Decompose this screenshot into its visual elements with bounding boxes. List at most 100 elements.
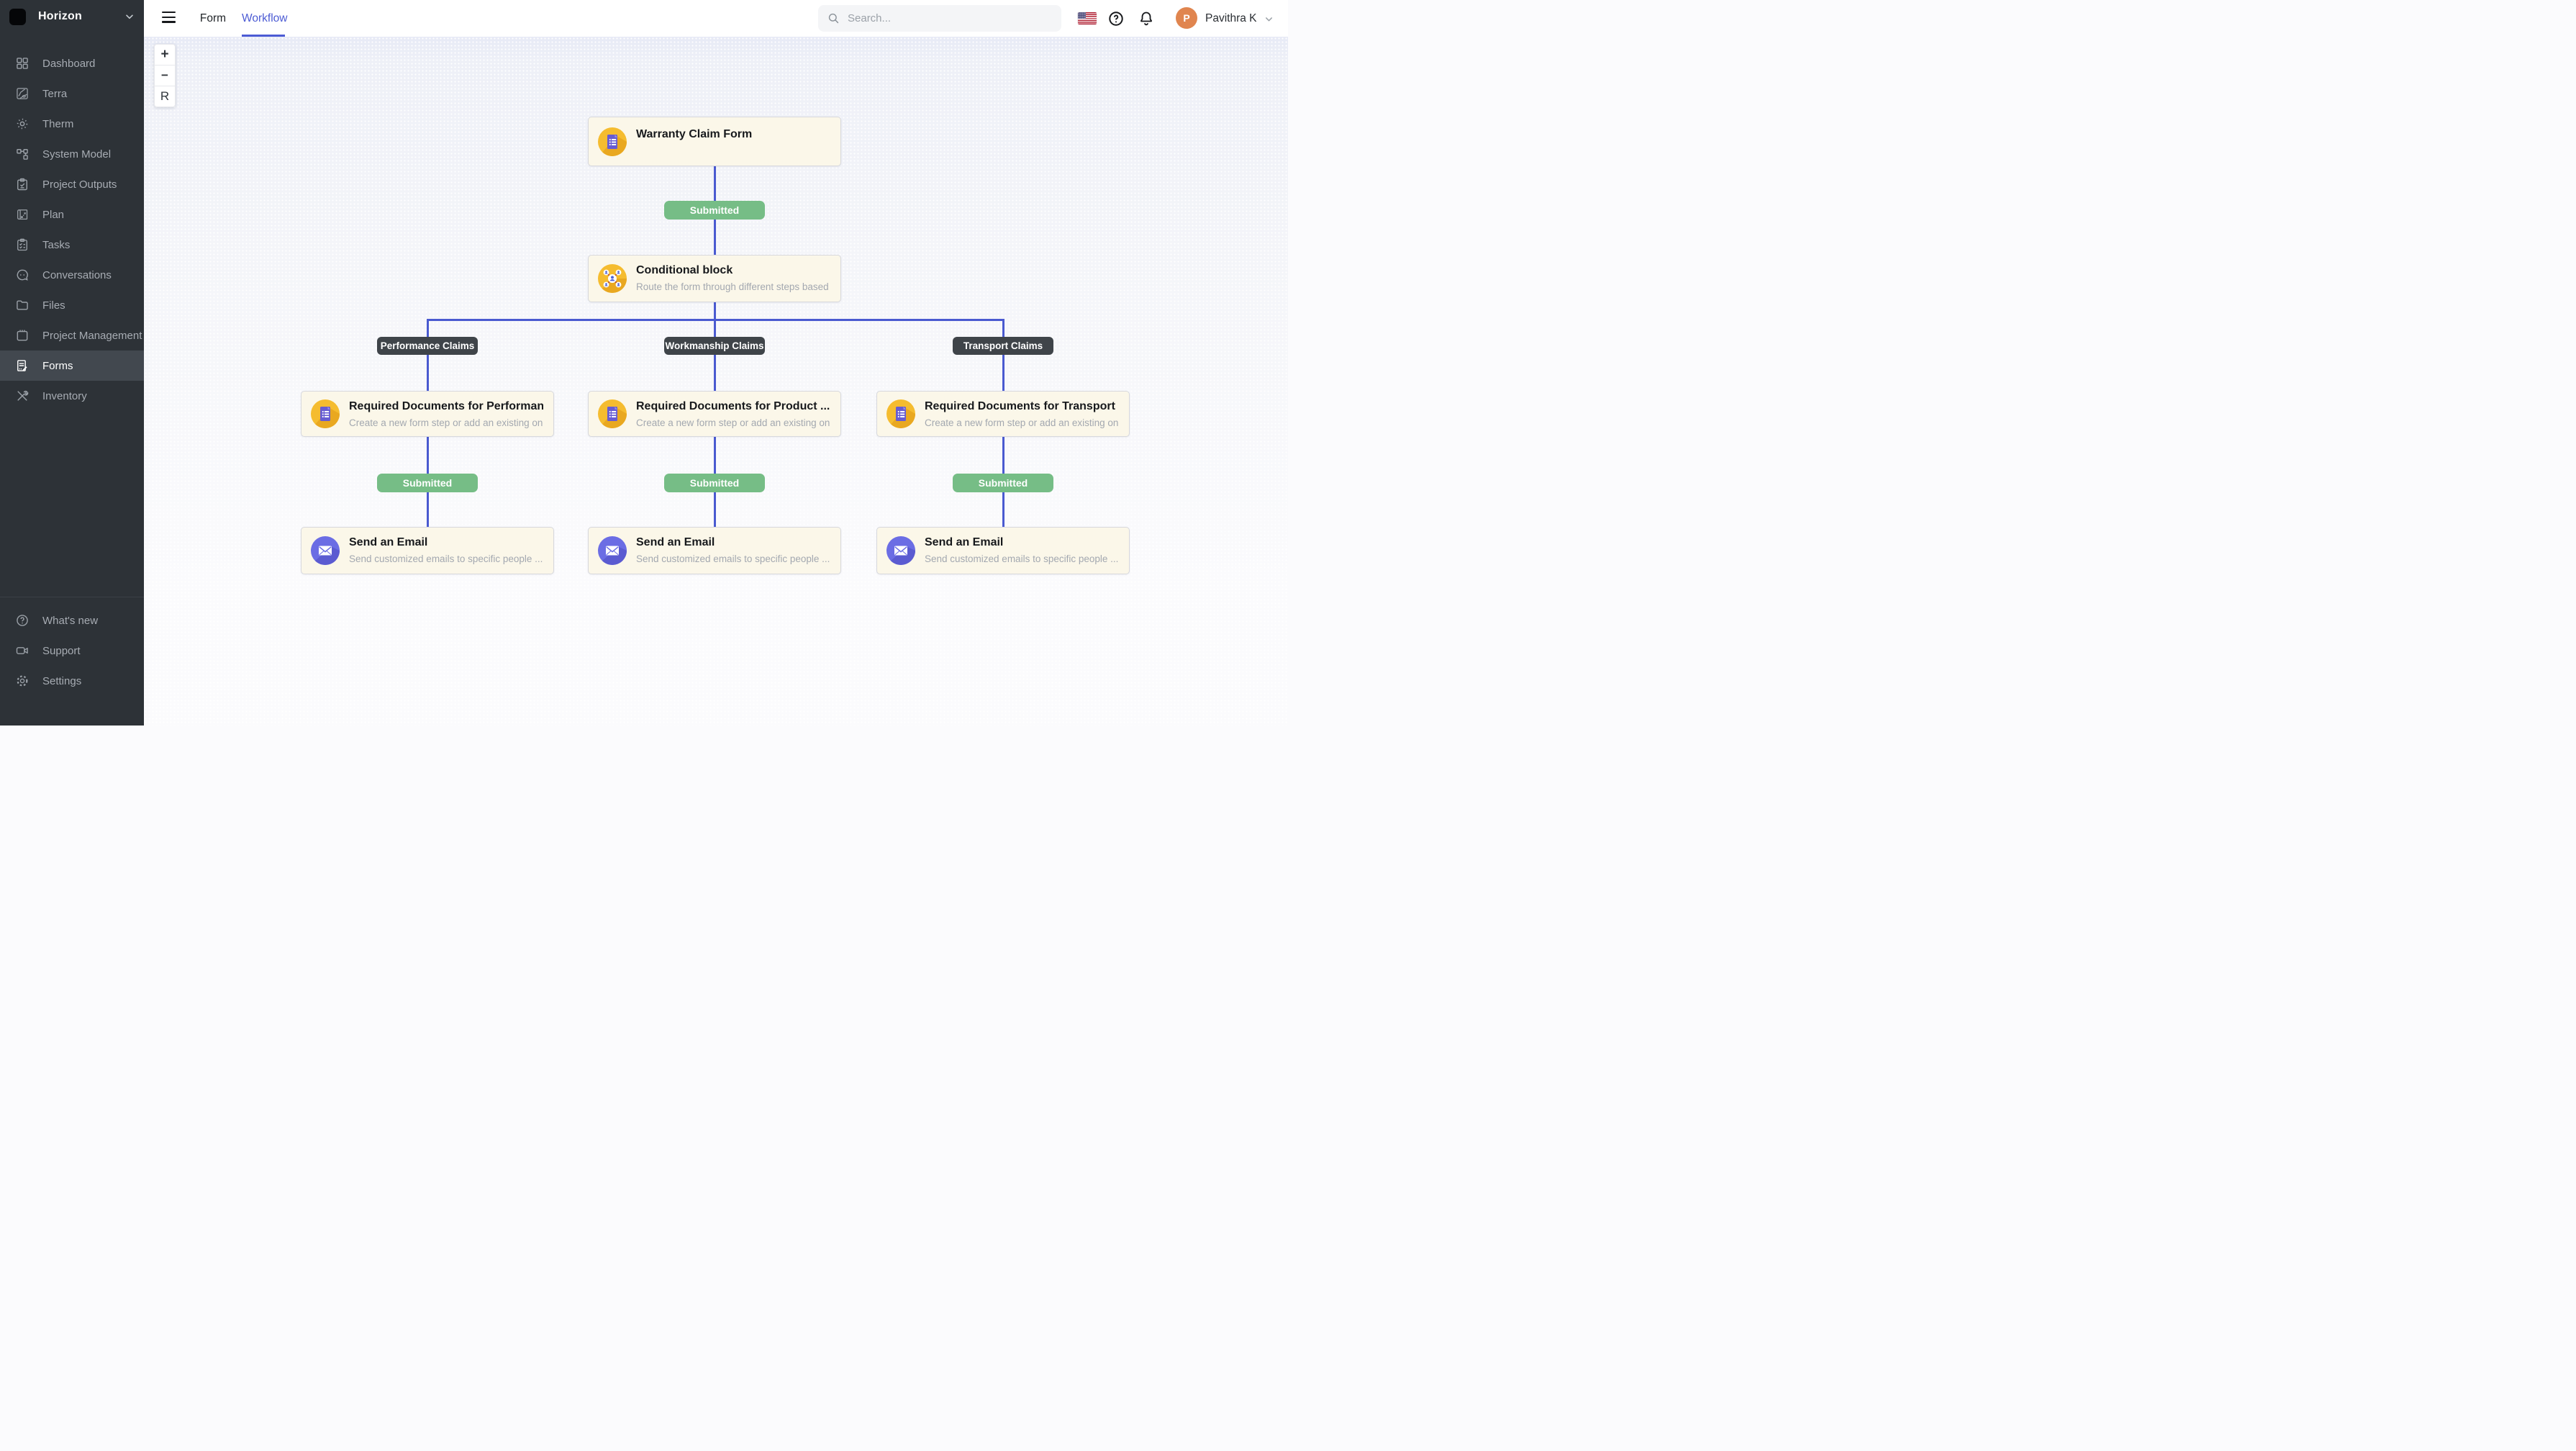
active-tab-underline bbox=[242, 34, 285, 37]
node-conditional-block[interactable]: Conditional block Route the form through… bbox=[588, 255, 841, 302]
sidebar-item-label: System Model bbox=[42, 148, 112, 161]
sidebar-item-label: Plan bbox=[42, 208, 65, 221]
branch-label-transport-claims: Transport Claims bbox=[953, 337, 1053, 355]
sidebar: Horizon Dashboard Terra Therm System Mod… bbox=[0, 0, 144, 726]
zoom-out-button[interactable]: − bbox=[154, 65, 176, 86]
search-icon bbox=[828, 13, 839, 24]
sidebar-item-dashboard[interactable]: Dashboard bbox=[0, 48, 144, 78]
brand-logo bbox=[9, 8, 26, 25]
sidebar-item-forms[interactable]: Forms bbox=[0, 351, 144, 381]
workspace-switcher[interactable]: Horizon bbox=[0, 0, 144, 33]
sidebar-item-label: Files bbox=[42, 299, 65, 312]
sidebar-item-label: Conversations bbox=[42, 268, 112, 281]
sidebar-footer: What's new Support Settings bbox=[0, 597, 144, 696]
sidebar-item-therm[interactable]: Therm bbox=[0, 109, 144, 139]
sidebar-item-label: Inventory bbox=[42, 389, 87, 402]
tab-workflow[interactable]: Workflow bbox=[242, 12, 288, 24]
user-name[interactable]: Pavithra K bbox=[1205, 12, 1257, 24]
sidebar-item-label: Settings bbox=[42, 674, 82, 687]
sidebar-item-label: Therm bbox=[42, 117, 74, 130]
app-root: Horizon Dashboard Terra Therm System Mod… bbox=[0, 0, 1288, 726]
form-step-icon bbox=[598, 127, 627, 156]
sidebar-item-label: What's new bbox=[42, 614, 99, 627]
chevron-down-icon[interactable] bbox=[1264, 14, 1274, 24]
node-title: Send an Email bbox=[925, 536, 1004, 548]
edge-label-submitted: Submitted bbox=[664, 474, 765, 492]
conditional-block-icon bbox=[598, 264, 627, 293]
node-subtitle: Create a new form step or add an existin… bbox=[349, 417, 543, 428]
video-camera-icon bbox=[15, 643, 30, 658]
sidebar-item-label: Dashboard bbox=[42, 57, 96, 70]
dashboard-icon bbox=[15, 56, 30, 71]
form-step-icon bbox=[311, 399, 340, 428]
node-send-email-workmanship[interactable]: Send an Email Send customized emails to … bbox=[588, 527, 841, 574]
zoom-controls: + − R bbox=[154, 44, 176, 107]
node-send-email-performance[interactable]: Send an Email Send customized emails to … bbox=[301, 527, 554, 574]
sidebar-item-settings[interactable]: Settings bbox=[0, 666, 144, 696]
edge-branch-left bbox=[427, 319, 429, 392]
sidebar-item-label: Tasks bbox=[42, 238, 71, 251]
avatar-initial: P bbox=[1183, 12, 1190, 24]
zoom-in-button[interactable]: + bbox=[154, 44, 176, 65]
node-subtitle: Create a new form step or add an existin… bbox=[636, 417, 830, 428]
form-step-icon bbox=[598, 399, 627, 428]
question-circle-icon bbox=[15, 613, 30, 628]
node-title: Warranty Claim Form bbox=[636, 128, 753, 140]
sidebar-item-files[interactable]: Files bbox=[0, 290, 144, 320]
sidebar-nav: Dashboard Terra Therm System Model Proje… bbox=[0, 48, 144, 411]
node-subtitle: Send customized emails to specific peopl… bbox=[636, 553, 830, 564]
search-input[interactable] bbox=[848, 12, 1049, 24]
sidebar-item-project-outputs[interactable]: Project Outputs bbox=[0, 169, 144, 199]
strategy-map-icon bbox=[15, 207, 30, 222]
node-warranty-claim-form[interactable]: Warranty Claim Form bbox=[588, 117, 841, 166]
node-required-documents-product[interactable]: Required Documents for Product ... Creat… bbox=[588, 391, 841, 437]
clipboard-check-icon bbox=[15, 177, 30, 191]
zoom-reset-button[interactable]: R bbox=[154, 86, 176, 107]
email-icon bbox=[598, 536, 627, 565]
topbar: Form Workflow P Pavithra K bbox=[144, 0, 1288, 37]
sidebar-item-terra[interactable]: Terra bbox=[0, 78, 144, 109]
org-chart-icon bbox=[15, 147, 30, 161]
help-icon[interactable] bbox=[1107, 10, 1125, 27]
workflow-canvas[interactable]: + − R Warranty Claim Form Submitted Cond… bbox=[144, 37, 1288, 726]
branch-label-workmanship-claims: Workmanship Claims bbox=[664, 337, 765, 355]
notification-bell-icon[interactable] bbox=[1138, 10, 1155, 27]
edge-branch-middle bbox=[714, 319, 716, 392]
edge-label-submitted: Submitted bbox=[377, 474, 478, 492]
sidebar-item-label: Terra bbox=[42, 87, 68, 100]
sidebar-item-system-model[interactable]: System Model bbox=[0, 139, 144, 169]
brand-name: Horizon bbox=[38, 10, 82, 22]
node-required-documents-performance[interactable]: Required Documents for Performanc... Cre… bbox=[301, 391, 554, 437]
avatar[interactable]: P bbox=[1176, 7, 1197, 29]
hamburger-menu-icon[interactable] bbox=[162, 12, 176, 26]
tab-form[interactable]: Form bbox=[199, 12, 227, 24]
node-subtitle: Create a new form step or add an existin… bbox=[925, 417, 1119, 428]
gear-icon bbox=[15, 674, 30, 688]
sidebar-item-label: Project Outputs bbox=[42, 178, 117, 191]
edge-branch-right bbox=[1002, 319, 1004, 392]
sidebar-item-label: Forms bbox=[42, 359, 73, 372]
node-send-email-transport[interactable]: Send an Email Send customized emails to … bbox=[876, 527, 1130, 574]
sidebar-item-tasks[interactable]: Tasks bbox=[0, 230, 144, 260]
edge-label-submitted: Submitted bbox=[953, 474, 1053, 492]
sidebar-item-whats-new[interactable]: What's new bbox=[0, 605, 144, 636]
edge-label-submitted: Submitted bbox=[664, 201, 765, 220]
us-flag-icon[interactable] bbox=[1078, 12, 1097, 24]
sidebar-item-label: Support bbox=[42, 644, 81, 657]
sidebar-item-support[interactable]: Support bbox=[0, 636, 144, 666]
sidebar-item-project-management[interactable]: Project Management bbox=[0, 320, 144, 351]
sidebar-item-conversations[interactable]: Conversations bbox=[0, 260, 144, 290]
chevron-down-icon[interactable] bbox=[124, 11, 135, 22]
sun-icon bbox=[15, 117, 30, 131]
chat-bubble-icon bbox=[15, 268, 30, 282]
sidebar-item-inventory[interactable]: Inventory bbox=[0, 381, 144, 411]
sidebar-item-plan[interactable]: Plan bbox=[0, 199, 144, 230]
branch-label-performance-claims: Performance Claims bbox=[377, 337, 478, 355]
search-box[interactable] bbox=[818, 5, 1061, 32]
node-title: Send an Email bbox=[636, 536, 715, 548]
email-icon bbox=[886, 536, 915, 565]
node-required-documents-transport[interactable]: Required Documents for Transport ... Cre… bbox=[876, 391, 1130, 437]
node-title: Conditional block bbox=[636, 264, 733, 276]
calendar-icon bbox=[15, 328, 30, 343]
email-icon bbox=[311, 536, 340, 565]
